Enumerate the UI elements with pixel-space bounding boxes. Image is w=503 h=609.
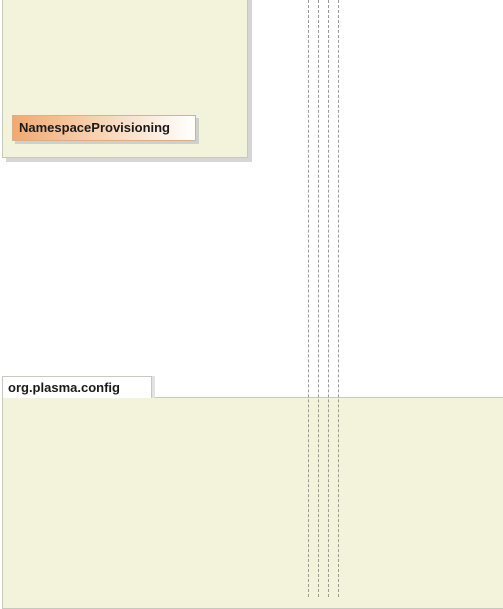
package-label: org.plasma.config: [8, 380, 120, 395]
dashed-line-4: [338, 0, 339, 597]
dashed-line-2: [318, 0, 319, 597]
plasma-config-package-body: [2, 397, 503, 609]
namespace-provisioning-class[interactable]: NamespaceProvisioning: [12, 115, 196, 141]
dashed-line-1: [308, 0, 309, 597]
class-label: NamespaceProvisioning: [19, 120, 170, 135]
dashed-line-3: [328, 0, 329, 597]
plasma-config-package-tab[interactable]: org.plasma.config: [2, 376, 152, 398]
